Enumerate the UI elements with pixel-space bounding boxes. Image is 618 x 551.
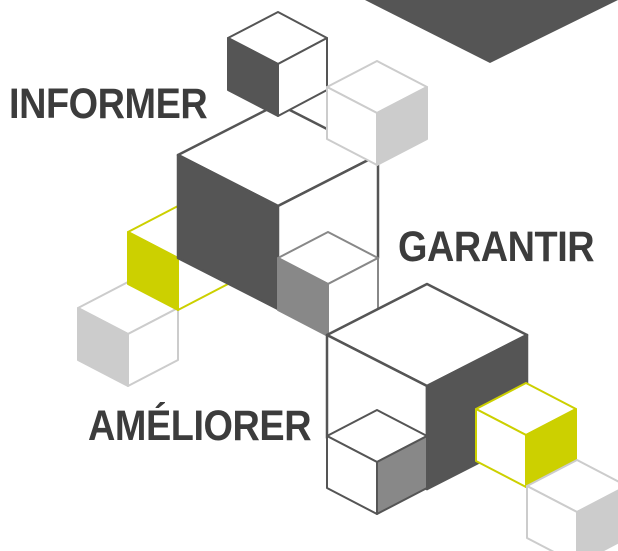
- top-banner: [365, 0, 618, 63]
- label-garantir: GARANTIR: [398, 223, 595, 271]
- cube-grey-bottom: [326, 409, 428, 515]
- cube-grey-center: [277, 231, 379, 337]
- cube-light-top: [326, 60, 428, 166]
- label-ameliorer: AMÉLIORER: [88, 402, 312, 450]
- cube-light-bottom: [526, 459, 618, 551]
- cube-small-top: [227, 11, 328, 117]
- label-informer: INFORMER: [9, 80, 208, 128]
